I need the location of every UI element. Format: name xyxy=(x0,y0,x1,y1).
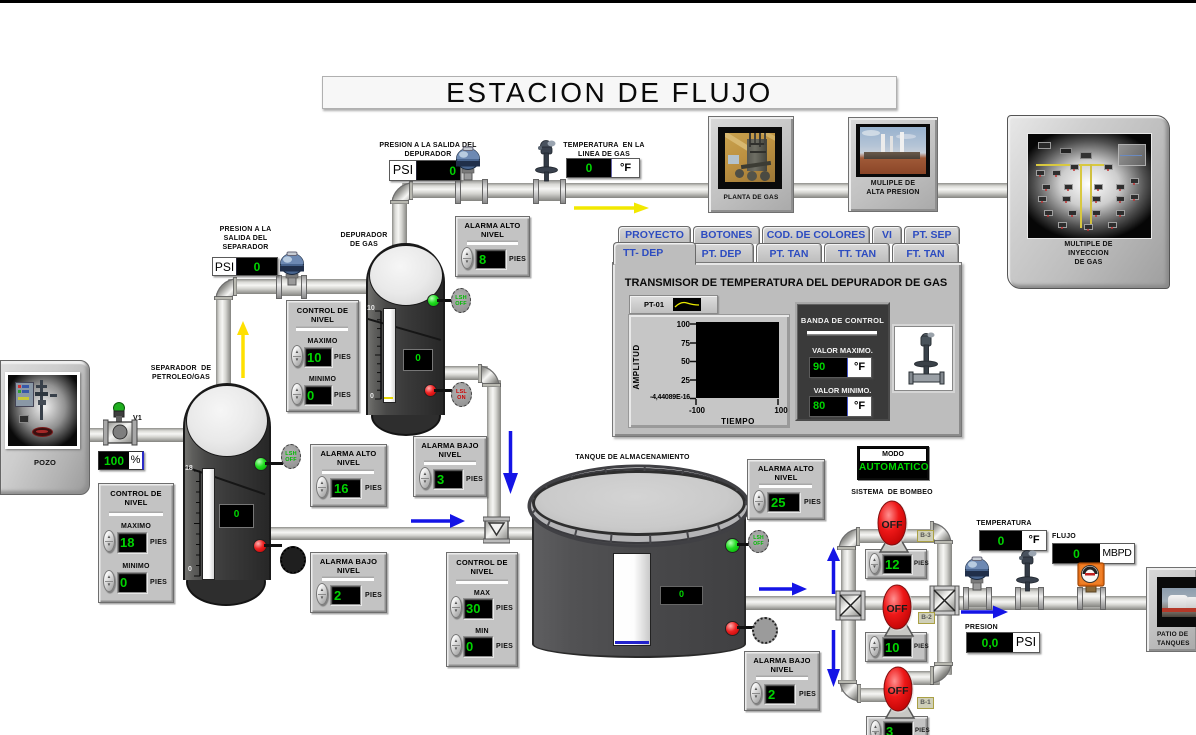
svg-text:OFF: OFF xyxy=(888,685,910,697)
svg-text:OFF: OFF xyxy=(882,519,904,531)
svg-text:OFF: OFF xyxy=(887,603,909,615)
